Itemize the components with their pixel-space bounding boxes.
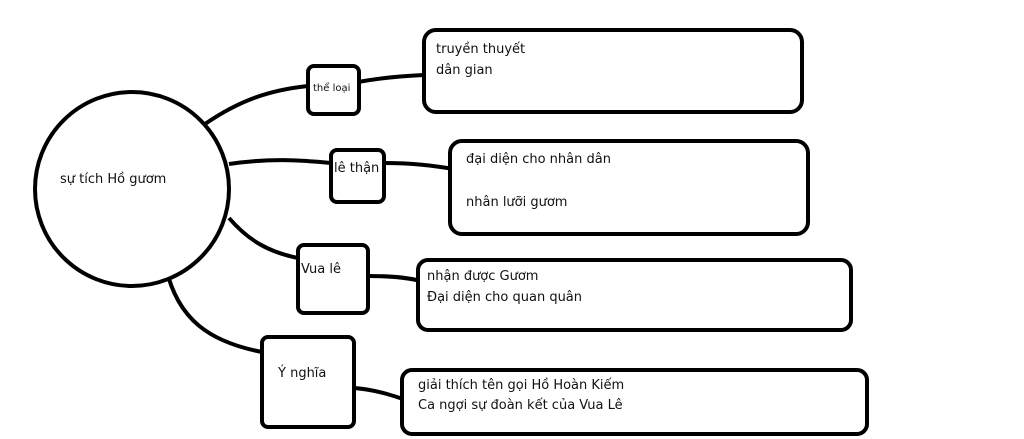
connector-center-theloai: [203, 84, 309, 126]
detail-vuale-line-2: Đại diện cho quan quân: [427, 290, 583, 305]
center-node-label: sự tích Hồ gươm: [60, 172, 167, 187]
connector-theloai-detail: [357, 73, 425, 84]
branch-box-theloai: [306, 64, 361, 116]
detail-box-theloai: [422, 28, 804, 114]
detail-vuale-line-1: nhận được Gươm: [427, 269, 539, 284]
center-node-circle: [33, 90, 231, 288]
branch-label-lethan: lê thận: [334, 161, 380, 176]
branch-box-ynghia: [260, 335, 356, 429]
branch-label-theloai: thể loại: [313, 83, 351, 94]
detail-lethan-line-2: nhân lưỡi gươm: [466, 195, 568, 210]
detail-lethan-line-1: đại diện cho nhân dân: [466, 152, 611, 167]
detail-box-ynghia: [400, 368, 869, 436]
detail-box-lethan: [448, 139, 810, 236]
connector-center-lethan: [228, 158, 332, 166]
detail-theloai-line-2: dân gian: [436, 63, 493, 78]
detail-theloai-line-1: truyền thuyết: [436, 42, 526, 57]
branch-box-vuale: [296, 243, 370, 315]
branch-label-ynghia: Ý nghĩa: [278, 366, 327, 381]
connector-center-ynghia: [164, 267, 263, 354]
detail-box-vuale: [416, 258, 853, 332]
detail-ynghia-line-2: Ca ngợi sự đoàn kết của Vua Lê: [418, 398, 623, 413]
detail-ynghia-line-1: giải thích tên gọi Hồ Hoàn Kiếm: [418, 378, 625, 393]
branch-box-lethan: [329, 148, 386, 204]
connector-center-vuale: [227, 216, 299, 260]
branch-label-vuale: Vua lê: [301, 262, 341, 277]
